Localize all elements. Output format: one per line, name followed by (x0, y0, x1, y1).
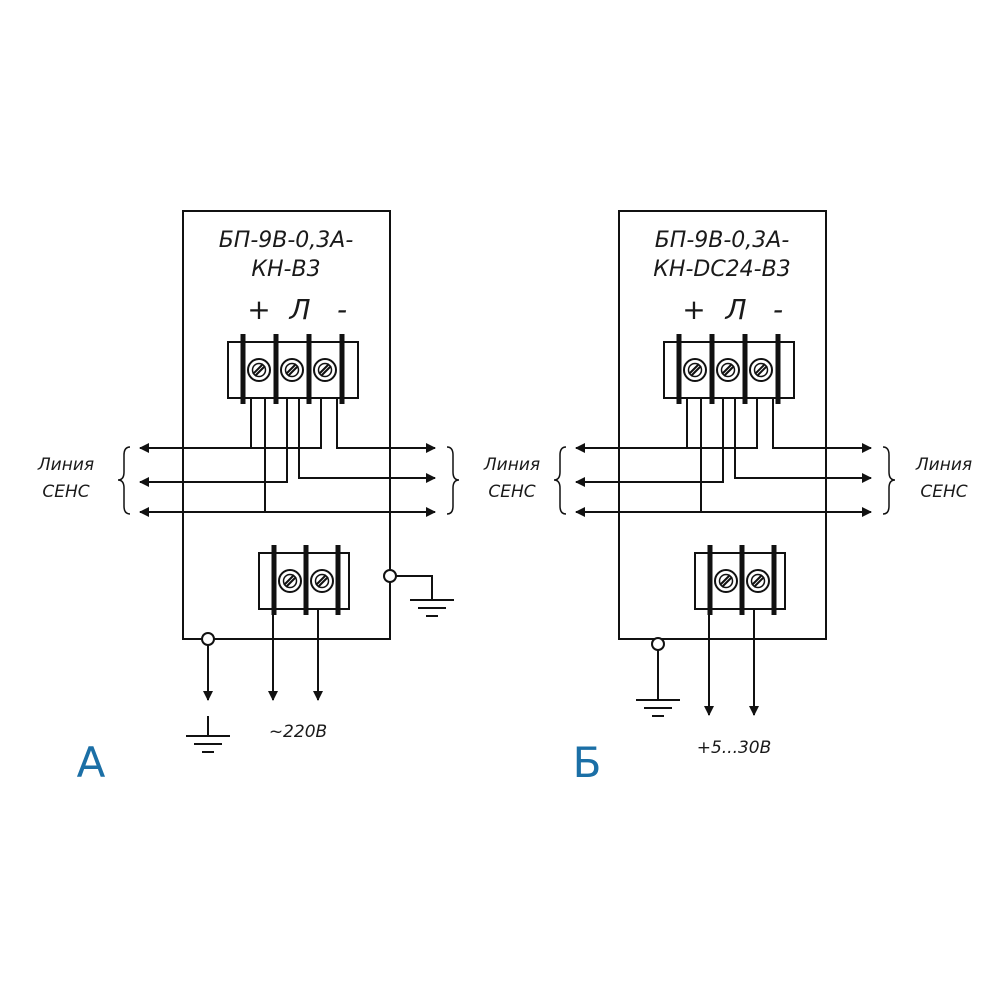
side-label-left-a-line2: СЕНС (42, 482, 89, 502)
psu-title-b-line1: БП-9В-0,3А- (655, 228, 790, 253)
terminal-block-bottom-a (258, 545, 350, 615)
side-label-left-b-line2: СЕНС (488, 482, 535, 502)
diagram-b: БП-9В-0,3А- КН-DC24-В3 + Л - Линия (483, 210, 972, 787)
terminal-block-top-a (227, 334, 359, 404)
psu-title-a-line2: КН-В3 (251, 257, 320, 282)
supply-label-b: +5...30В (697, 738, 772, 758)
side-label-left-a-line1: Линия (37, 455, 94, 475)
brace-right-a (446, 446, 460, 515)
diagram-letter-b: Б (573, 738, 602, 787)
brace-left-b (553, 446, 567, 515)
ground-symbol-a-right (383, 569, 455, 617)
polarity-plus-a: + (247, 293, 270, 326)
polarity-line-b: Л (724, 293, 746, 326)
brace-right-b (882, 446, 896, 515)
sense-wires-b (575, 398, 872, 517)
psu-title-b-line2: КН-DC24-В3 (653, 257, 790, 282)
polarity-minus-a: - (337, 293, 347, 326)
brace-left-a (117, 446, 131, 515)
sense-wires-a (139, 398, 436, 517)
ground-symbol-b (635, 637, 681, 717)
diagram-letter-a: А (77, 738, 106, 787)
ground-symbol-a-bottom (185, 632, 231, 753)
polarity-plus-b: + (682, 293, 705, 326)
supply-label-a: ~220В (269, 722, 327, 742)
side-label-right-b-line2: СЕНС (920, 482, 967, 502)
psu-title-a-line1: БП-9В-0,3А- (219, 228, 354, 253)
polarity-minus-b: - (773, 293, 783, 326)
side-label-right-b-line1: Линия (915, 455, 972, 475)
terminal-block-top-b (663, 334, 795, 404)
terminal-block-bottom-b (694, 545, 786, 615)
side-label-left-b-line1: Линия (483, 455, 540, 475)
diagram-a: БП-9В-0,3А- КН-В3 + Л - (37, 210, 460, 787)
polarity-line-a: Л (288, 293, 310, 326)
